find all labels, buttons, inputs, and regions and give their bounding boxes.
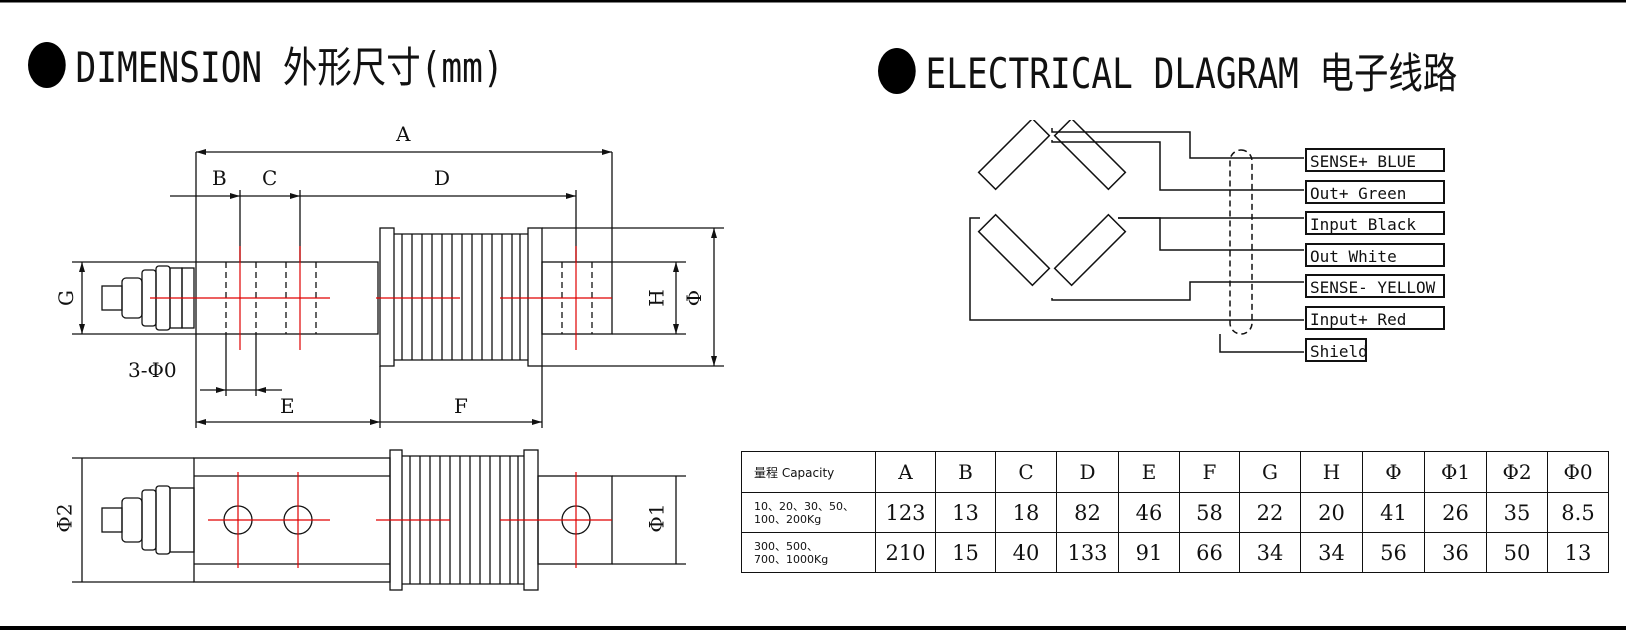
table-header: A bbox=[875, 451, 936, 493]
dim-label-phi: Φ bbox=[682, 289, 707, 307]
dimension-drawing bbox=[72, 149, 724, 591]
table-row: 300、500、 700、1000Kg 210 15 40 133 91 66 … bbox=[741, 532, 1609, 573]
table-header: B bbox=[935, 451, 996, 493]
table-cell: 91 bbox=[1118, 532, 1180, 573]
row-capacity-label: 300、500、 700、1000Kg bbox=[741, 532, 876, 573]
table-cell: 56 bbox=[1362, 532, 1425, 573]
dimension-heading: DIMENSION 外形尺寸(mm) bbox=[28, 34, 504, 95]
table-header: H bbox=[1300, 451, 1363, 493]
table-cell: 123 bbox=[875, 492, 936, 533]
table-cell: 18 bbox=[995, 492, 1057, 533]
dim-label-d: D bbox=[434, 166, 451, 190]
table-row: 10、20、30、50、 100、200Kg 123 13 18 82 46 5… bbox=[741, 492, 1609, 533]
table-cell: 20 bbox=[1300, 492, 1363, 533]
table-header: 量程 Capacity bbox=[741, 451, 876, 493]
table-header-row: 量程 Capacity A B C D E F G H Φ Φ1 Φ2 Φ0 bbox=[741, 451, 1609, 493]
table-cell: 58 bbox=[1179, 492, 1240, 533]
electrical-heading: ELECTRICAL DLAGRAM 电子线路 bbox=[878, 40, 1457, 101]
table-header: Φ2 bbox=[1486, 451, 1548, 493]
table-cell: 40 bbox=[995, 532, 1057, 573]
table-cell: 210 bbox=[875, 532, 936, 573]
wire-label: Out White bbox=[1305, 243, 1445, 267]
dim-label-f: F bbox=[454, 394, 468, 418]
dimension-title: DIMENSION 外形尺寸(mm) bbox=[75, 43, 504, 92]
table-cell: 82 bbox=[1056, 492, 1119, 533]
bullet-icon bbox=[878, 47, 916, 94]
table-cell: 22 bbox=[1239, 492, 1301, 533]
dim-label-e: E bbox=[280, 394, 295, 418]
dim-label-a: A bbox=[396, 122, 411, 146]
table-cell: 133 bbox=[1056, 532, 1119, 573]
wire-label: Input+ Red bbox=[1305, 306, 1445, 330]
dim-label-c: C bbox=[262, 166, 278, 190]
table-header: F bbox=[1179, 451, 1240, 493]
table-cell: 41 bbox=[1362, 492, 1425, 533]
table-header: Φ0 bbox=[1547, 451, 1609, 493]
table-cell: 46 bbox=[1118, 492, 1180, 533]
dim-label-b: B bbox=[212, 166, 227, 190]
dim-label-h: H bbox=[644, 289, 669, 307]
wire-label: Shield bbox=[1305, 338, 1367, 362]
table-header: Φ1 bbox=[1424, 451, 1487, 493]
table-header: G bbox=[1239, 451, 1301, 493]
table-header: C bbox=[995, 451, 1057, 493]
table-header: Φ bbox=[1362, 451, 1425, 493]
dim-label-holes: 3-Φ0 bbox=[128, 358, 177, 382]
table-cell: 66 bbox=[1179, 532, 1240, 573]
electrical-title: ELECTRICAL DLAGRAM 电子线路 bbox=[925, 49, 1458, 98]
electrical-diagram bbox=[969, 120, 1304, 353]
row-capacity-label: 10、20、30、50、 100、200Kg bbox=[741, 492, 876, 533]
table-cell: 36 bbox=[1424, 532, 1487, 573]
table-cell: 15 bbox=[935, 532, 996, 573]
dim-label-phi2: Φ2 bbox=[52, 503, 77, 533]
wire-label: SENSE+ BLUE bbox=[1305, 148, 1445, 172]
table-header: D bbox=[1056, 451, 1119, 493]
table-cell: 13 bbox=[935, 492, 996, 533]
table-cell: 34 bbox=[1239, 532, 1301, 573]
table-cell: 35 bbox=[1486, 492, 1548, 533]
dim-label-phi1: Φ1 bbox=[644, 503, 669, 533]
wire-label: Input Black bbox=[1305, 211, 1445, 235]
bullet-icon bbox=[28, 41, 66, 88]
dim-label-g: G bbox=[53, 290, 78, 306]
table-cell: 50 bbox=[1486, 532, 1548, 573]
table-cell: 34 bbox=[1300, 532, 1363, 573]
wire-label: Out+ Green bbox=[1305, 180, 1445, 204]
table-cell: 8.5 bbox=[1547, 492, 1609, 533]
table-header: E bbox=[1118, 451, 1180, 493]
table-cell: 26 bbox=[1424, 492, 1487, 533]
table-cell: 13 bbox=[1547, 532, 1609, 573]
wire-label: SENSE- YELLOW bbox=[1305, 274, 1445, 298]
spec-table: 量程 Capacity A B C D E F G H Φ Φ1 Φ2 Φ0 1… bbox=[741, 451, 1609, 573]
